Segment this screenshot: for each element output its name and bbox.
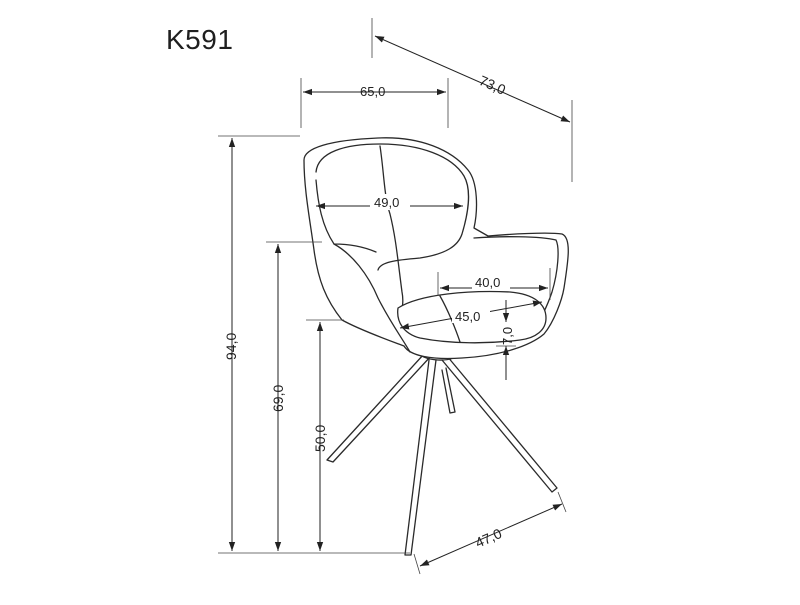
- chair-outline: [303, 137, 569, 556]
- dim-seat-height-label: 50,0: [312, 425, 328, 452]
- dim-seat-depth-label: 40,0: [475, 275, 500, 290]
- leg-right: [441, 355, 558, 493]
- dim-height-total-label: 94,0: [223, 333, 239, 360]
- product-title: K591: [166, 24, 234, 55]
- leg-front-left: [326, 353, 432, 463]
- dim-seat-thickness-label: 7,0: [500, 327, 515, 345]
- armrest-left: [333, 243, 411, 353]
- dim-armrest-height: 69,0: [266, 241, 322, 551]
- dim-armrest-height-label: 69,0: [270, 385, 286, 412]
- dim-width-label: 65,0: [360, 84, 385, 99]
- leg-front-center: [404, 359, 437, 556]
- dim-backrest-width-label: 49,0: [374, 195, 399, 210]
- dim-depth-label: 73,0: [477, 72, 509, 98]
- dim-width: 65,0: [300, 78, 449, 128]
- dim-depth: 73,0: [371, 18, 573, 182]
- dim-seat-height: 50,0: [306, 319, 344, 551]
- dim-seat-thickness: 7,0: [496, 300, 516, 380]
- dim-height-total: 94,0: [218, 135, 410, 554]
- dim-seat-depth: 40,0: [437, 268, 551, 300]
- leg-back: [441, 367, 456, 414]
- dim-seat-width-label: 45,0: [455, 309, 480, 324]
- backrest-cushion: [315, 143, 470, 271]
- dim-base-width: 47,0: [413, 491, 567, 575]
- dim-backrest-width: 49,0: [316, 194, 463, 210]
- dim-base-width-label: 47,0: [473, 525, 505, 551]
- dim-seat-width: 45,0: [399, 300, 543, 330]
